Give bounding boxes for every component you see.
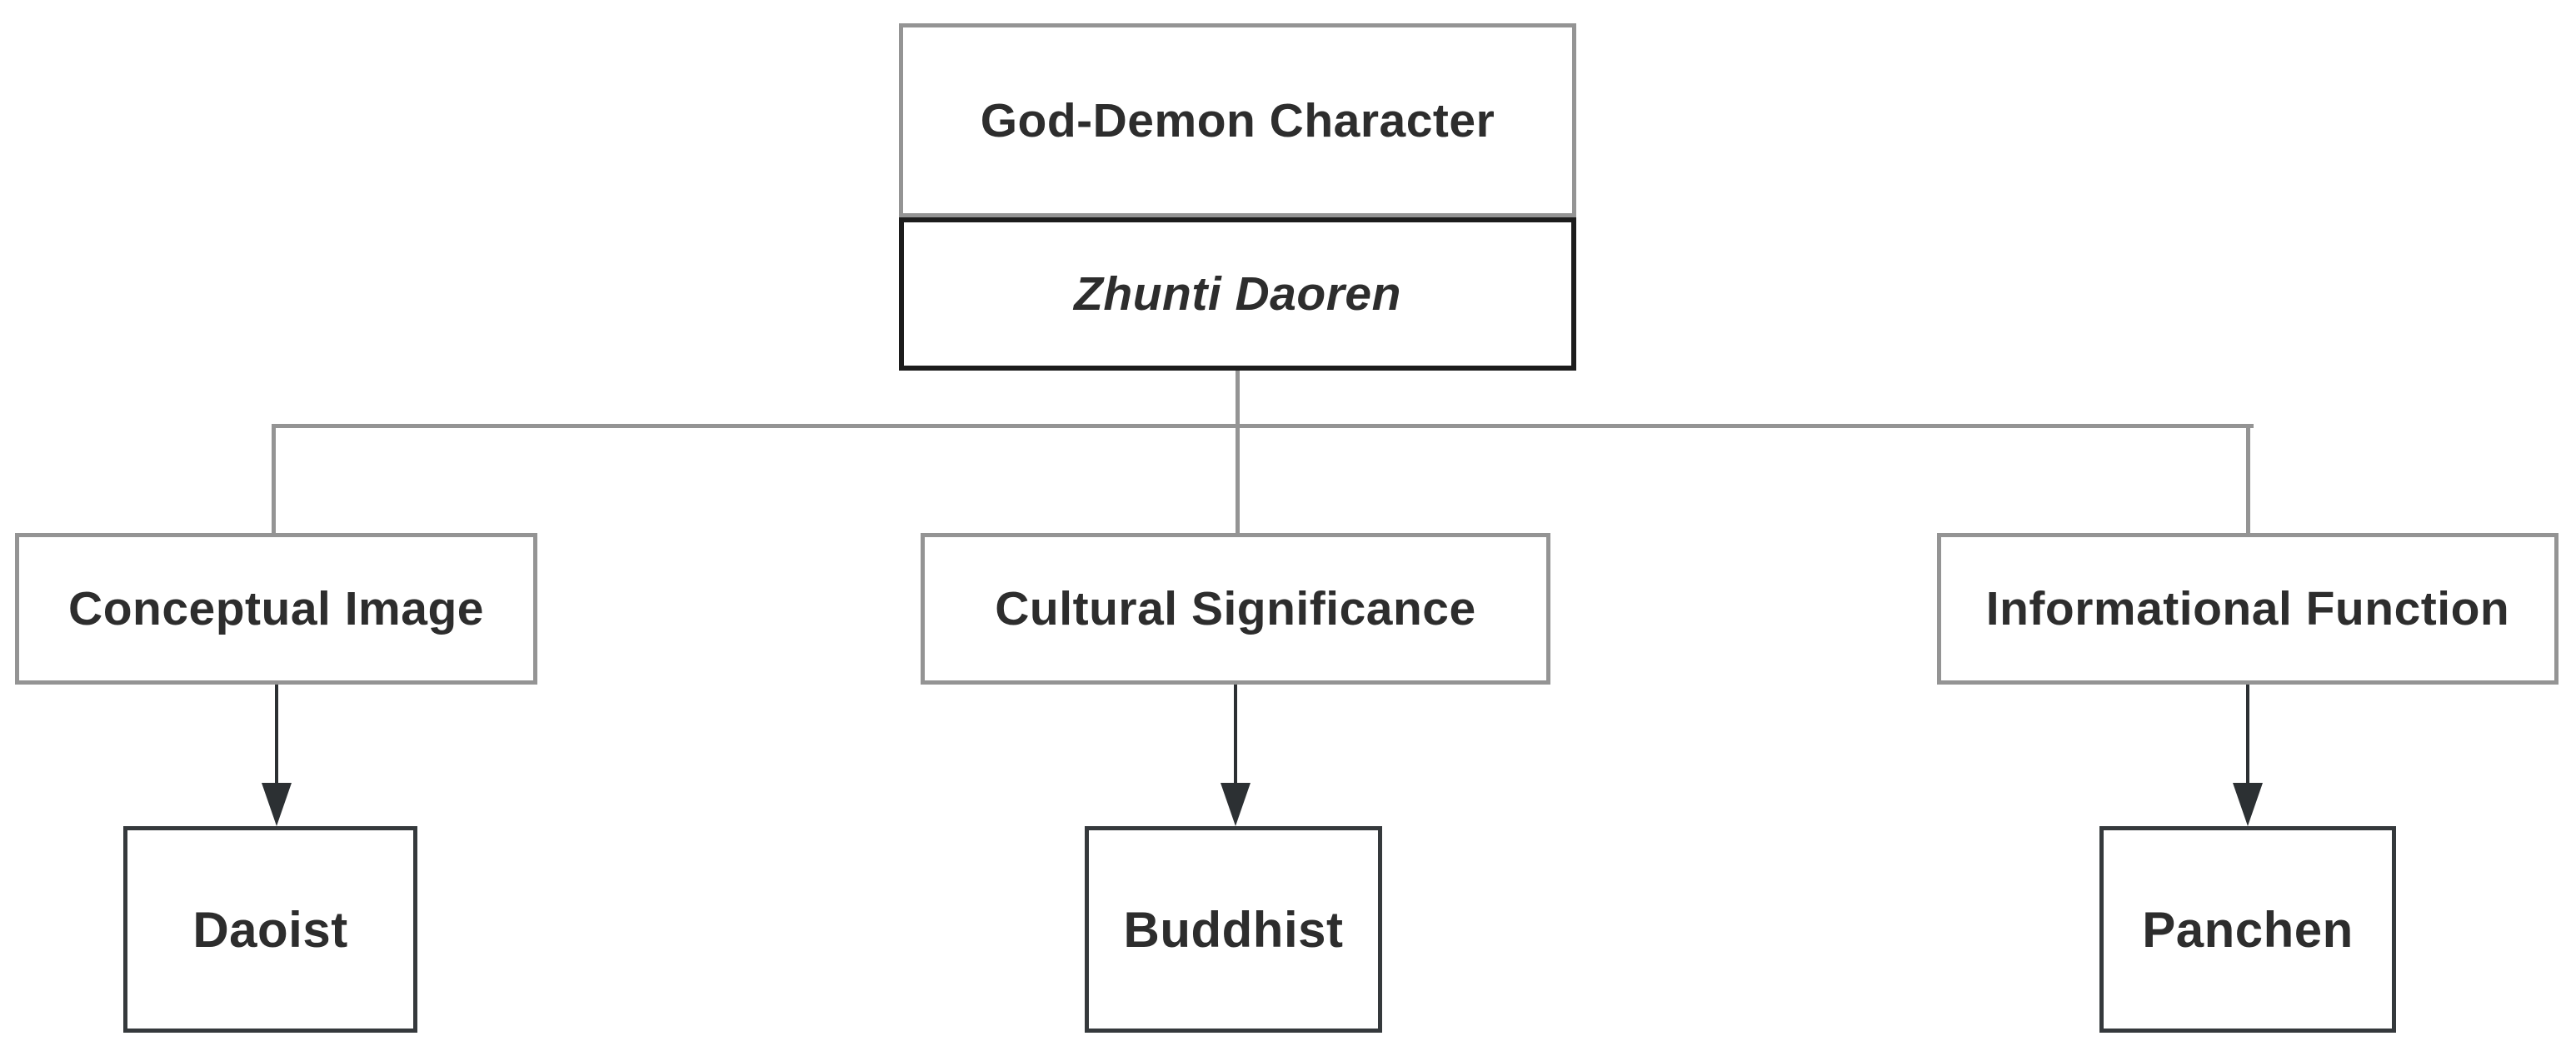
connector-trunk-vertical bbox=[1236, 370, 1240, 533]
node-cultural-significance-label: Cultural Significance bbox=[995, 582, 1476, 635]
node-panchen-label: Panchen bbox=[2142, 901, 2354, 958]
node-buddhist: Buddhist bbox=[1085, 826, 1382, 1033]
arrow-stem-informational-to-panchen bbox=[2246, 685, 2249, 785]
node-zhunti-daoren-label: Zhunti Daoren bbox=[1074, 267, 1401, 321]
arrow-stem-conceptual-to-daoist bbox=[275, 685, 278, 785]
connector-branch-horizontal bbox=[272, 424, 2254, 428]
arrowhead-down-icon bbox=[262, 783, 292, 826]
node-conceptual-image-label: Conceptual Image bbox=[68, 582, 484, 635]
node-daoist-label: Daoist bbox=[192, 901, 348, 958]
arrowhead-down-icon bbox=[2233, 783, 2263, 826]
node-conceptual-image: Conceptual Image bbox=[15, 533, 537, 685]
connector-drop-right bbox=[2246, 424, 2250, 533]
node-informational-function: Informational Function bbox=[1937, 533, 2559, 685]
node-zhunti-daoren: Zhunti Daoren bbox=[899, 217, 1576, 371]
node-god-demon-character-label: God-Demon Character bbox=[980, 93, 1495, 147]
node-panchen: Panchen bbox=[2099, 826, 2396, 1033]
node-god-demon-character: God-Demon Character bbox=[899, 23, 1576, 217]
arrow-stem-cultural-to-buddhist bbox=[1234, 685, 1237, 785]
node-informational-function-label: Informational Function bbox=[1985, 582, 2510, 635]
connector-drop-left bbox=[272, 424, 276, 533]
arrowhead-down-icon bbox=[1221, 783, 1251, 826]
node-cultural-significance: Cultural Significance bbox=[921, 533, 1550, 685]
node-buddhist-label: Buddhist bbox=[1123, 901, 1344, 958]
node-daoist: Daoist bbox=[123, 826, 417, 1033]
